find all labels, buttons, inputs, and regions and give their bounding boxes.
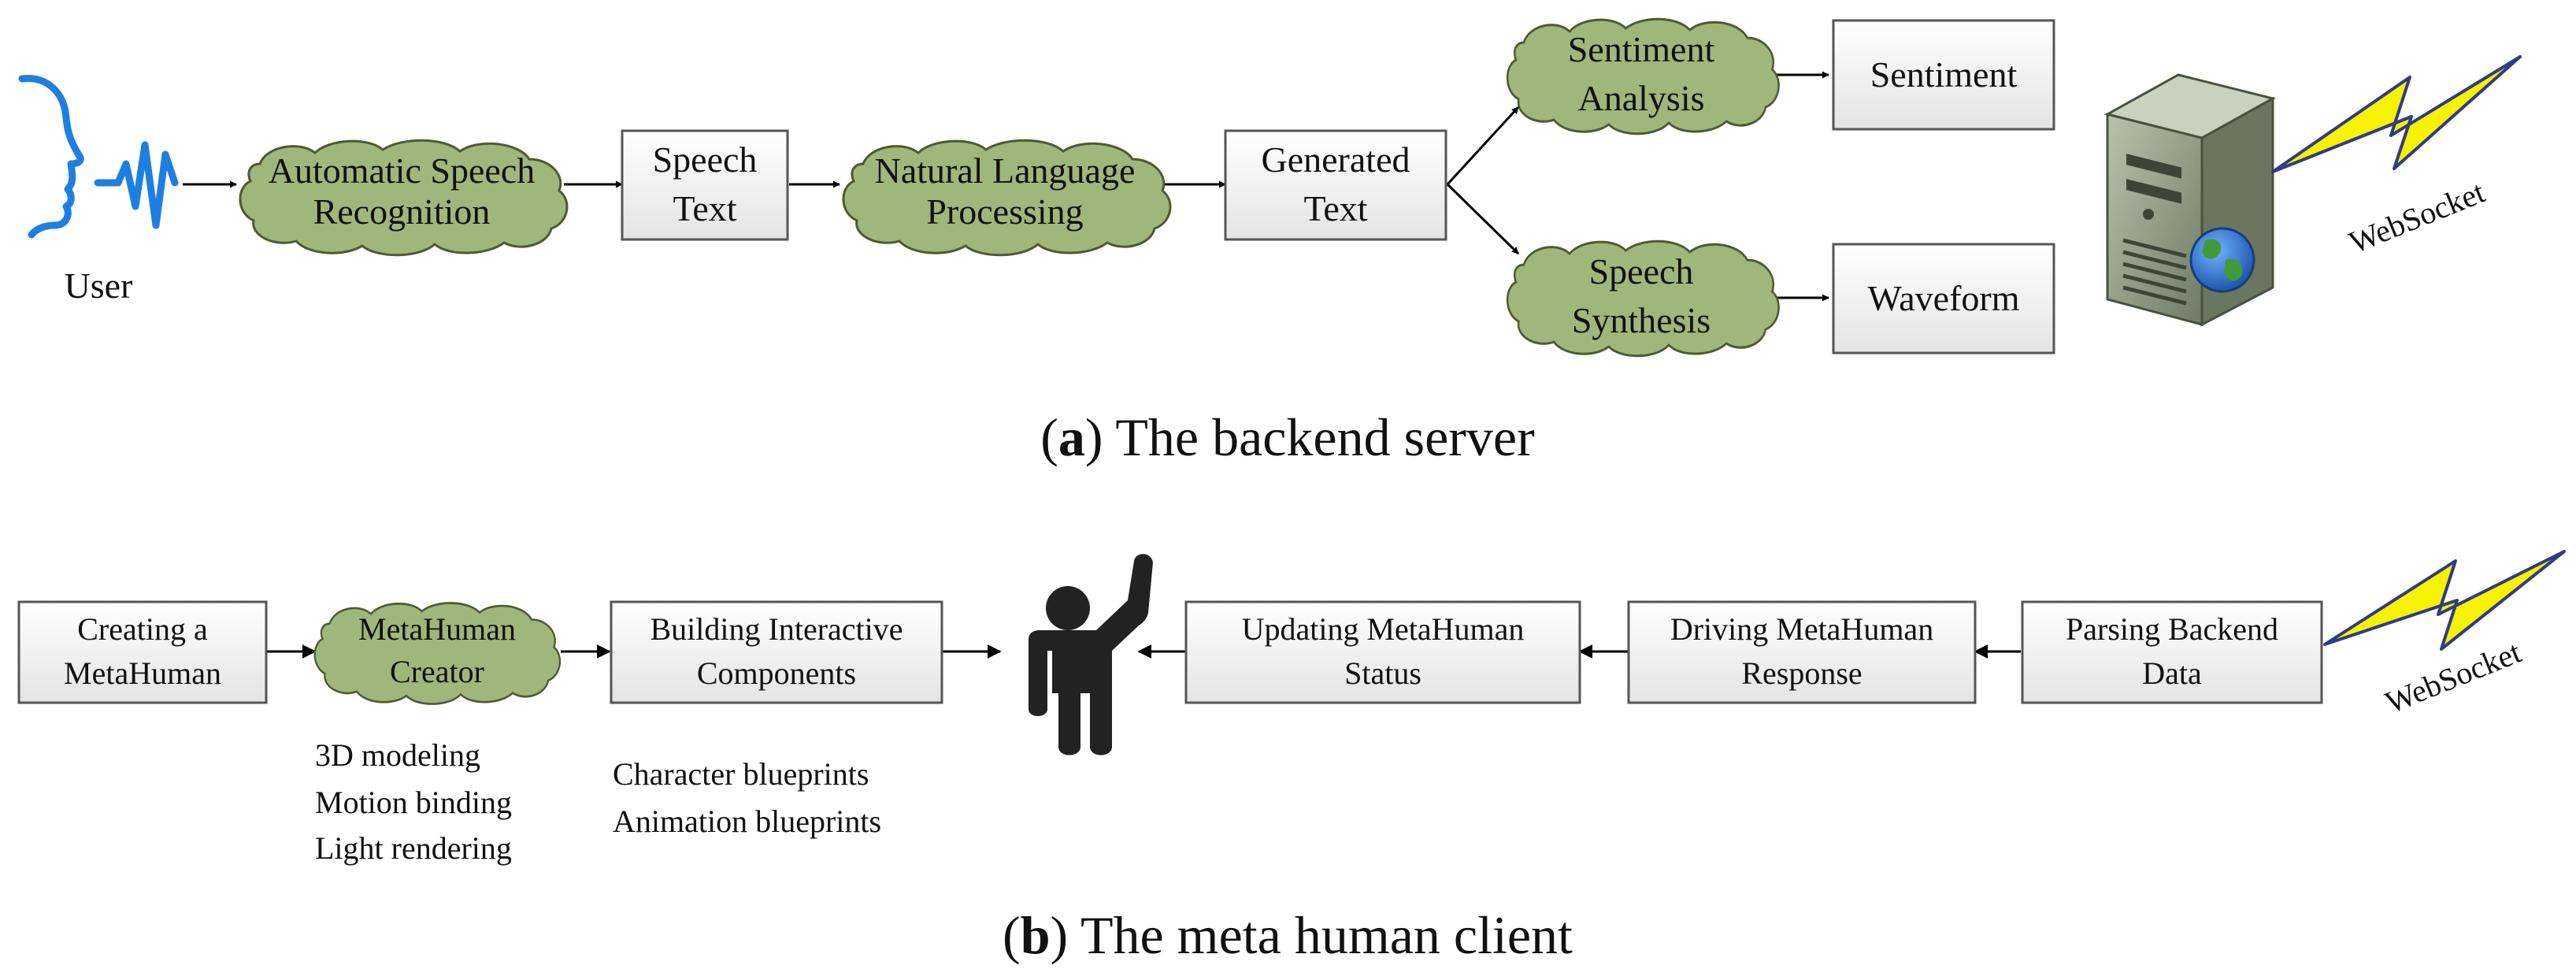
sentiment-box: Sentiment: [1832, 19, 2055, 131]
person-waving-icon: [1029, 554, 1153, 755]
asr-line1: Automatic Speech: [269, 150, 536, 191]
updating-line2: Status: [1344, 655, 1421, 691]
building-note-1: Character blueprints: [613, 756, 869, 792]
caption-a-text: The backend server: [1115, 407, 1535, 467]
sentiment-analysis-cloud: [1506, 17, 1780, 135]
lightning-icon: [2271, 55, 2522, 173]
asr-cloud: Automatic Speech Recognition: [239, 139, 569, 257]
sentiment-analysis-line2: Analysis: [1578, 78, 1705, 118]
generated-text-box: Generated Text: [1224, 129, 1447, 241]
updating-status-box: Updating MetaHuman Status: [1184, 600, 1581, 704]
server-icon: [2103, 73, 2277, 327]
user-label: User: [65, 265, 133, 306]
caption-a-letter: a: [1058, 407, 1085, 467]
driving-line1: Driving MetaHuman: [1670, 611, 1933, 647]
updating-line1: Updating MetaHuman: [1242, 611, 1525, 647]
nlp-line2: Processing: [926, 191, 1083, 232]
driving-line2: Response: [1741, 655, 1862, 691]
driving-response-box: Driving MetaHuman Response: [1627, 600, 1977, 704]
creator-line2: Creator: [390, 654, 484, 689]
arrow-generated-to-speech-synthesis: [1446, 183, 1520, 255]
caption-a: (a) The backend server: [1040, 407, 1535, 467]
arrow-generated-to-sentiment-analysis: [1446, 106, 1520, 186]
panel-b: Creating a MetaHuman MetaHuman Creator 3…: [17, 550, 2566, 965]
generated-text-line2: Text: [1303, 188, 1367, 228]
building-line1: Building Interactive: [650, 611, 903, 647]
nlp-line1: Natural Language: [875, 150, 1136, 191]
caption-b: (b) The meta human client: [1003, 905, 1573, 965]
metahuman-creator-cloud: [313, 602, 562, 705]
building-note-2: Animation blueprints: [613, 804, 881, 839]
panel-a: User Automatic Speech Recognition Speech…: [18, 17, 2522, 467]
speech-synthesis-line1: Speech: [1589, 251, 1694, 291]
websocket-label-b: WebSocket: [2381, 634, 2526, 721]
building-line2: Components: [697, 655, 856, 691]
creating-line2: MetaHuman: [64, 655, 221, 691]
globe-icon: [2189, 227, 2255, 293]
speech-text-line2: Text: [673, 188, 736, 228]
creator-note-1: 3D modeling: [315, 737, 480, 773]
asr-line2: Recognition: [313, 191, 491, 232]
websocket-label-a: WebSocket: [2344, 174, 2490, 261]
speech-text-line1: Speech: [653, 139, 758, 180]
caption-b-letter: b: [1021, 905, 1051, 965]
generated-text-line1: Generated: [1262, 139, 1410, 180]
creating-metahuman-box: Creating a MetaHuman: [17, 600, 268, 704]
speech-synthesis-cloud: [1506, 239, 1780, 358]
speech-text-box: Speech Text: [621, 129, 789, 241]
creating-line1: Creating a: [77, 611, 208, 647]
parsing-data-box: Parsing Backend Data: [2021, 600, 2323, 704]
sentiment-analysis-line1: Sentiment: [1568, 29, 1715, 69]
caption-b-text: The meta human client: [1080, 905, 1573, 965]
creator-note-3: Light rendering: [315, 830, 512, 866]
sentiment-label: Sentiment: [1870, 54, 2018, 95]
creator-line1: MetaHuman: [358, 611, 516, 647]
waveform-box: Waveform: [1832, 243, 2055, 355]
parsing-line1: Parsing Backend: [2066, 611, 2278, 647]
building-components-box: Building Interactive Components: [610, 600, 943, 704]
speech-synthesis-line2: Synthesis: [1572, 300, 1711, 340]
creator-note-2: Motion binding: [315, 785, 512, 820]
lightning-icon: [2323, 550, 2566, 651]
nlp-cloud: Natural Language Processing: [842, 139, 1172, 257]
waveform-label: Waveform: [1868, 278, 2020, 318]
user-speaking-icon: [18, 75, 179, 239]
parsing-line2: Data: [2142, 655, 2202, 691]
